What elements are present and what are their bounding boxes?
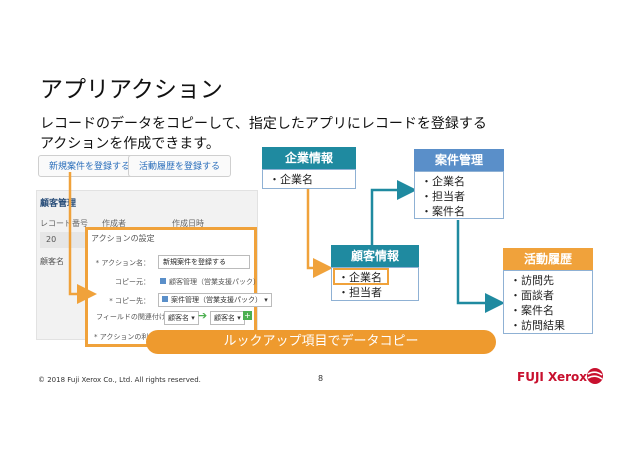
right-arrow-icon: ➔ [198,309,208,322]
column-created-at: 作成日時 [172,219,204,228]
copy-to-text: 案件管理（営業支援パック） [171,296,262,304]
xerox-ball-icon [587,368,603,384]
chevron-down-icon: ▾ [237,314,241,322]
page-number: 8 [318,374,324,383]
copy-from-text: 顧客管理（営業支援パック） [169,278,260,286]
column-creator: 作成者 [102,219,126,228]
activity-log-item: ・訪問結果 [510,319,565,332]
copy-from-label: コピー元： [115,278,150,286]
app-icon [162,296,168,302]
deal-mgmt-item: ・担当者 [421,190,465,203]
subtitle-line-1: レコードのデータをコピーして、指定したアプリにレコードを登録する [40,116,487,132]
customer-info-header: 顧客情報 [331,245,419,267]
copy-to-label: * コピー先： [109,297,150,305]
slide-subtitle: レコードのデータをコピーして、指定したアプリにレコードを登録する アクションを作… [40,114,487,154]
activity-log-header: 活動履歴 [503,248,593,270]
field-mapping-label: フィールドの関連付け： [96,313,173,321]
teal-arrow-deal-to-activity [456,220,505,313]
company-info-body: ・企業名 [262,169,356,189]
customer-info-item: ・担当者 [338,286,382,299]
deal-mgmt-item: ・企業名 [421,175,465,188]
slide-title: アプリアクション [40,77,223,103]
copy-from-value: 顧客管理（営業支援パック） [160,277,260,287]
record-number-cell: 20 [40,232,86,248]
activity-log-item: ・面談者 [510,289,554,302]
activity-log-item: ・案件名 [510,304,554,317]
deal-mgmt-item: ・案件名 [421,205,465,218]
action-name-input[interactable]: 新規案件を登録する [158,255,250,269]
record-columns: レコード番号 作成者 作成日時 [40,218,240,230]
orange-arrow-company-to-customer [306,186,333,278]
chevron-down-icon: ▾ [191,314,195,322]
chevron-down-icon: ▾ [264,296,268,304]
deal-mgmt-header: 案件管理 [414,149,504,171]
company-label: 顧客名 [40,257,64,266]
column-record-number: レコード番号 [40,219,88,228]
map-from-select[interactable]: 顧客名 ▾ [164,311,199,325]
activity-log-item: ・訪問先 [510,274,554,287]
action-user-label: * アクションの利用者： [94,333,170,341]
subtitle-line-2: アクションを作成できます。 [40,136,220,152]
app-icon [160,278,166,284]
customer-info-item: ・企業名 [338,271,382,284]
lookup-copy-banner: ルックアップ項目でデータコピー [146,330,496,354]
company-name-highlight [333,268,389,285]
deal-mgmt-body: ・企業名 ・担当者 ・案件名 [414,171,504,219]
map-to-text: 顧客名 [214,314,235,322]
activity-log-body: ・訪問先 ・面談者 ・案件名 ・訪問結果 [503,270,593,334]
record-panel-title: 顧客管理 [40,199,77,209]
copy-to-select[interactable]: 案件管理（営業支援パック） ▾ [158,293,272,307]
add-mapping-icon[interactable]: + [243,311,252,320]
company-info-header: 企業情報 [262,147,356,169]
dialog-heading: アクションの設定 [91,234,155,243]
activity-log-action-button[interactable]: 活動履歴を登録する [128,155,232,177]
copyright: © 2018 Fuji Xerox Co., Ltd. All rights r… [38,376,201,384]
fuji-xerox-logo: FUJI Xerox [517,370,588,384]
orange-arrow-to-dialog [68,172,97,304]
teal-arrow-customer-to-deal [370,180,417,248]
map-from-text: 顧客名 [168,314,189,322]
action-name-label: * アクション名： [95,259,150,267]
company-info-item: ・企業名 [269,173,313,186]
